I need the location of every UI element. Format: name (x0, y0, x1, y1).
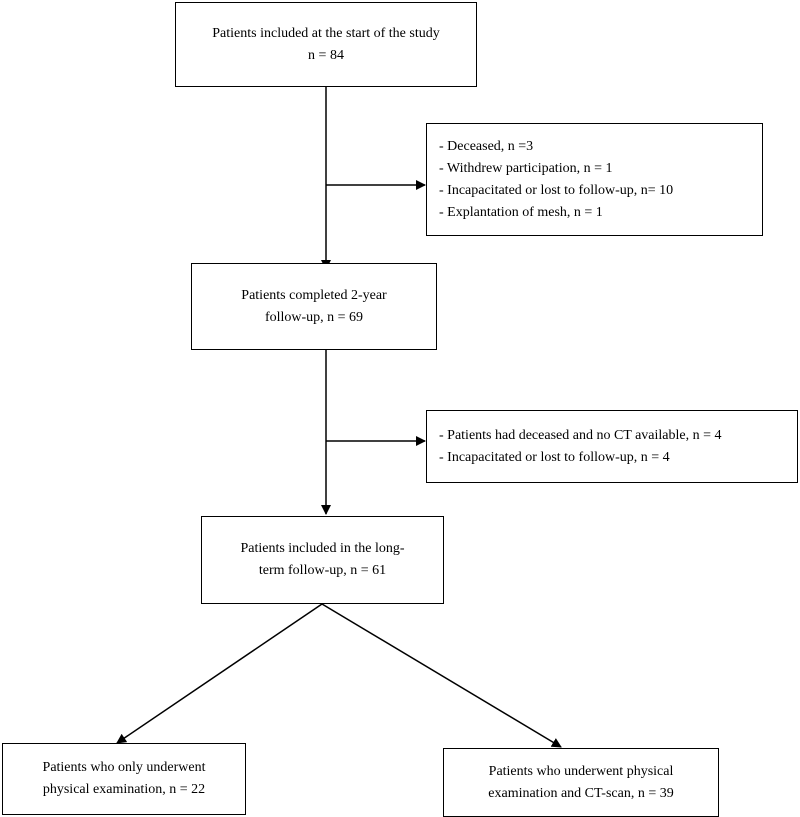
exclusion1-item: - Explantation of mesh, n = 1 (439, 204, 603, 220)
exclusion1-item: - Deceased, n =3 (439, 138, 534, 154)
exclusion1-item: - Incapacitated or lost to follow-up, n=… (439, 182, 674, 198)
arrow-longterm-to-physical-ct (321, 603, 562, 748)
physical-only-line1: Patients who only underwent (42, 760, 206, 775)
completed-box: Patients completed 2-year follow-up, n =… (191, 263, 437, 350)
longterm-box: Patients included in the long- term foll… (201, 516, 444, 604)
exclusion-box-2: - Patients had deceased and no CT availa… (426, 410, 798, 483)
exclusion2-item: - Incapacitated or lost to follow-up, n … (439, 449, 670, 465)
physical-ct-box: Patients who underwent physical examinat… (443, 748, 719, 817)
completed-line1: Patients completed 2-year (241, 287, 387, 303)
physical-ct-line1: Patients who underwent physical (488, 763, 674, 779)
start-box: Patients included at the start of the st… (175, 2, 477, 87)
exclusion2-item: - Patients had deceased and no CT availa… (439, 427, 722, 443)
exclusion-box-1: - Deceased, n =3 - Withdrew participatio… (426, 123, 763, 236)
physical-only-line2: physical examination, n = 22 (42, 782, 206, 797)
physical-only-box: Patients who only underwent physical exa… (2, 743, 246, 815)
physical-ct-line2: examination and CT-scan, n = 39 (488, 785, 674, 801)
completed-line2: follow-up, n = 69 (264, 309, 364, 325)
start-line2: n = 84 (308, 47, 344, 63)
longterm-line2: term follow-up, n = 61 (258, 563, 387, 578)
start-line1: Patients included at the start of the st… (212, 25, 440, 41)
longterm-line1: Patients included in the long- (240, 541, 405, 556)
arrow-longterm-to-physical-only (116, 603, 323, 744)
exclusion1-item: - Withdrew participation, n = 1 (439, 160, 613, 176)
